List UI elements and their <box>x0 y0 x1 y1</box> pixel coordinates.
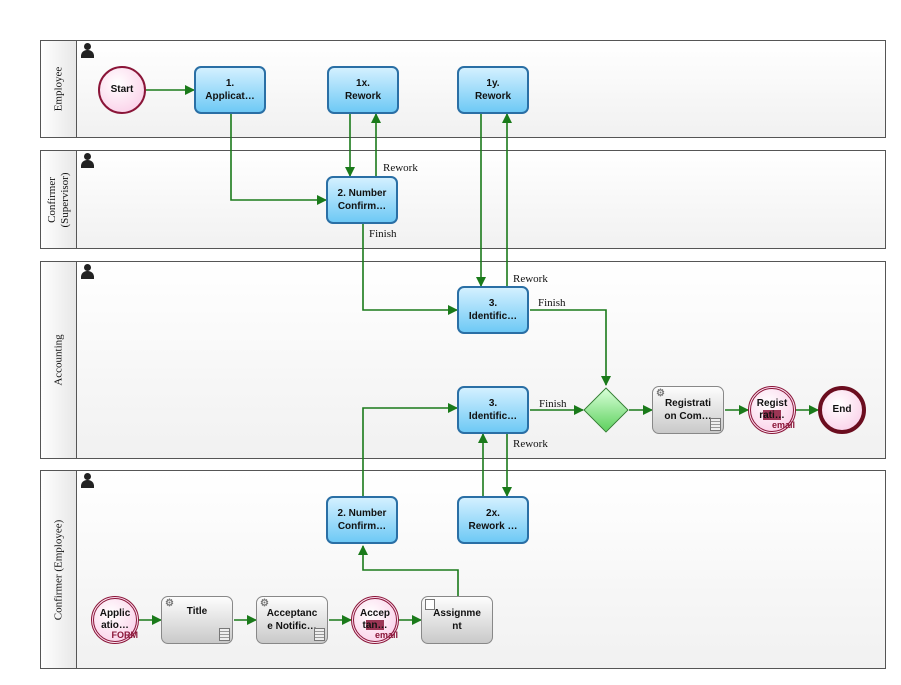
node-label: 2. Number Confirm… <box>337 508 387 532</box>
gear-icon: ⚙ <box>656 388 665 399</box>
node-label: Title <box>186 605 208 617</box>
node-label: 3. Identific… <box>468 398 518 422</box>
node-label: Assignme nt <box>433 608 481 632</box>
flow-label-rework: Rework <box>513 438 548 450</box>
email-tag: email <box>771 420 795 430</box>
node-label: End <box>832 404 852 415</box>
calculator-icon <box>314 628 325 641</box>
node-label: 1. Applicat… <box>205 78 255 102</box>
task-identification-a[interactable]: 3. Identific… <box>457 286 529 334</box>
task-number-confirm-supervisor[interactable]: 2. Number Confirm… <box>326 176 398 224</box>
flow-label-rework: Rework <box>513 273 548 285</box>
flow-label-finish: Finish <box>538 297 566 309</box>
envelope-icon <box>366 620 384 631</box>
flow-assignment-confirm-emp <box>358 545 459 596</box>
node-label: 2x. Rework … <box>468 508 518 532</box>
node-label: Acceptanc e Notific… <box>266 608 318 632</box>
person-icon <box>81 43 94 59</box>
node-label: 1y. Rework <box>474 78 512 102</box>
flow-confirm-identification <box>362 224 458 315</box>
task-rework-1y[interactable]: 1y. Rework <box>457 66 529 114</box>
person-icon <box>81 473 94 489</box>
start-event[interactable]: Start <box>98 66 146 114</box>
node-label: Start <box>110 84 134 95</box>
task-rework-1x[interactable]: 1x. Rework <box>327 66 399 114</box>
task-registration-completion[interactable]: ⚙ Registrati on Com… <box>652 386 724 434</box>
message-event-registration[interactable]: Regist rati… email <box>748 386 796 434</box>
person-icon <box>81 153 94 169</box>
task-title[interactable]: ⚙ Title <box>161 596 233 644</box>
lane-header: Employee <box>41 41 77 137</box>
task-assignment[interactable]: Assignme nt <box>421 596 493 644</box>
flow-confirm-emp-identification <box>362 403 458 496</box>
calculator-icon <box>219 628 230 641</box>
task-acceptance-notification[interactable]: ⚙ Acceptanc e Notific… <box>256 596 328 644</box>
flow-application-confirm <box>230 114 327 205</box>
form-tag: FORM <box>111 630 139 640</box>
task-application[interactable]: 1. Applicat… <box>194 66 266 114</box>
node-label: 2. Number Confirm… <box>337 188 387 212</box>
lane-header: Accounting <box>41 262 77 458</box>
document-icon <box>425 599 435 610</box>
person-icon <box>81 264 94 280</box>
task-number-confirm-employee[interactable]: 2. Number Confirm… <box>326 496 398 544</box>
calculator-icon <box>710 418 721 431</box>
email-tag: email <box>374 630 398 640</box>
end-event[interactable]: End <box>818 386 866 434</box>
flow-label-finish: Finish <box>369 228 397 240</box>
node-label: Registrati on Com… <box>664 398 712 422</box>
flow-identification-gateway <box>530 309 611 386</box>
message-event-acceptance[interactable]: Accep tan… email <box>351 596 399 644</box>
node-label: 3. Identific… <box>468 298 518 322</box>
envelope-icon <box>763 410 781 421</box>
node-label: 1x. Rework <box>344 78 382 102</box>
lane-confirmer-supervisor: Confirmer (Supervisor) <box>40 150 886 249</box>
gear-icon: ⚙ <box>165 598 174 609</box>
node-label: Applic atio… <box>99 608 131 631</box>
node-label: Accep tan… <box>359 608 390 631</box>
flow-label-rework: Rework <box>383 162 418 174</box>
flow-label-finish: Finish <box>539 398 567 410</box>
lane-header: Confirmer (Supervisor) <box>41 151 77 248</box>
task-rework-2x[interactable]: 2x. Rework … <box>457 496 529 544</box>
node-label: Regist rati… <box>756 398 788 421</box>
task-identification-b[interactable]: 3. Identific… <box>457 386 529 434</box>
lane-header: Confirmer (Employee) <box>41 471 77 668</box>
form-start-event[interactable]: Applic atio… FORM <box>91 596 139 644</box>
gear-icon: ⚙ <box>260 598 269 609</box>
